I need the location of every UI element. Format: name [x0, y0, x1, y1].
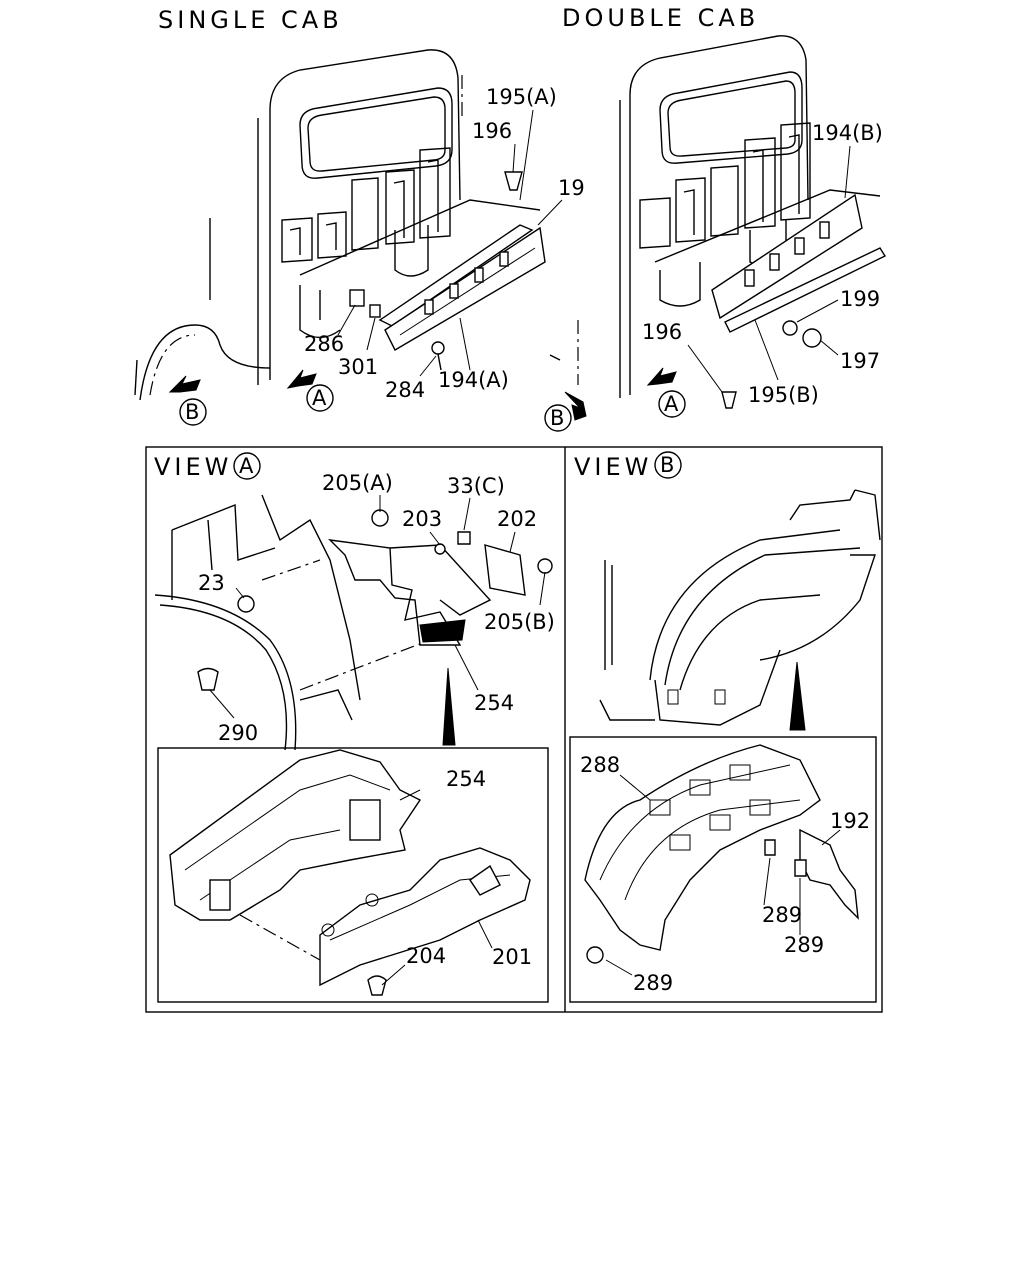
- label-289-a: 289: [762, 903, 802, 927]
- marker-a-circle: [306, 384, 334, 412]
- single-cab-illustration: [134, 49, 563, 401]
- single-cab-title: SINGLE CAB: [158, 6, 343, 34]
- view-b-detail-illustration: [584, 744, 859, 976]
- label-19: 19: [558, 176, 585, 200]
- view-a-illustration: [154, 494, 553, 751]
- label-254-detail: 254: [446, 767, 486, 791]
- label-195a: 195(A): [486, 85, 557, 109]
- label-288: 288: [580, 753, 620, 777]
- label-301: 301: [338, 355, 378, 379]
- marker-b2: B: [550, 406, 564, 430]
- label-289-b: 289: [784, 933, 824, 957]
- view-a-marker-circle: [233, 452, 261, 480]
- label-284: 284: [385, 378, 425, 402]
- label-202: 202: [497, 507, 537, 531]
- label-194a: 194(A): [438, 368, 509, 392]
- marker-b2-circle: [544, 404, 572, 432]
- view-b-illustration: [599, 489, 881, 731]
- label-23: 23: [198, 571, 225, 595]
- view-a-detail-illustration: [169, 749, 531, 996]
- label-192: 192: [830, 809, 870, 833]
- label-205a: 205(A): [322, 471, 393, 495]
- view-b-detail-frame: [569, 736, 877, 1003]
- label-196: 196: [472, 119, 512, 143]
- label-254-top: 254: [474, 691, 514, 715]
- label-204: 204: [406, 944, 446, 968]
- marker-a2-circle: [658, 390, 686, 418]
- view-outer-frame: [145, 446, 883, 1013]
- label-199: 199: [840, 287, 880, 311]
- view-a-detail-frame: [157, 747, 549, 1003]
- marker-b-circle: [179, 398, 207, 426]
- label-286: 286: [304, 332, 344, 356]
- view-b-marker: B: [660, 453, 674, 477]
- label-197: 197: [840, 349, 880, 373]
- view-a-title: VIEW: [154, 453, 232, 481]
- label-289-c: 289: [633, 971, 673, 995]
- label-205b: 205(B): [484, 610, 555, 634]
- label-203: 203: [402, 507, 442, 531]
- label-196-double: 196: [642, 320, 682, 344]
- view-b-marker-circle: [654, 451, 682, 479]
- label-201: 201: [492, 945, 532, 969]
- label-195b: 195(B): [748, 383, 819, 407]
- label-194b: 194(B): [812, 121, 883, 145]
- marker-a: A: [312, 386, 327, 410]
- marker-b: B: [185, 400, 199, 424]
- view-b-title: VIEW: [574, 453, 652, 481]
- view-a-marker: A: [239, 454, 254, 478]
- double-cab-illustration: [549, 35, 887, 421]
- label-290: 290: [218, 721, 258, 745]
- double-cab-title: DOUBLE CAB: [562, 4, 759, 32]
- marker-a2: A: [664, 392, 679, 416]
- label-33c: 33(C): [447, 474, 505, 498]
